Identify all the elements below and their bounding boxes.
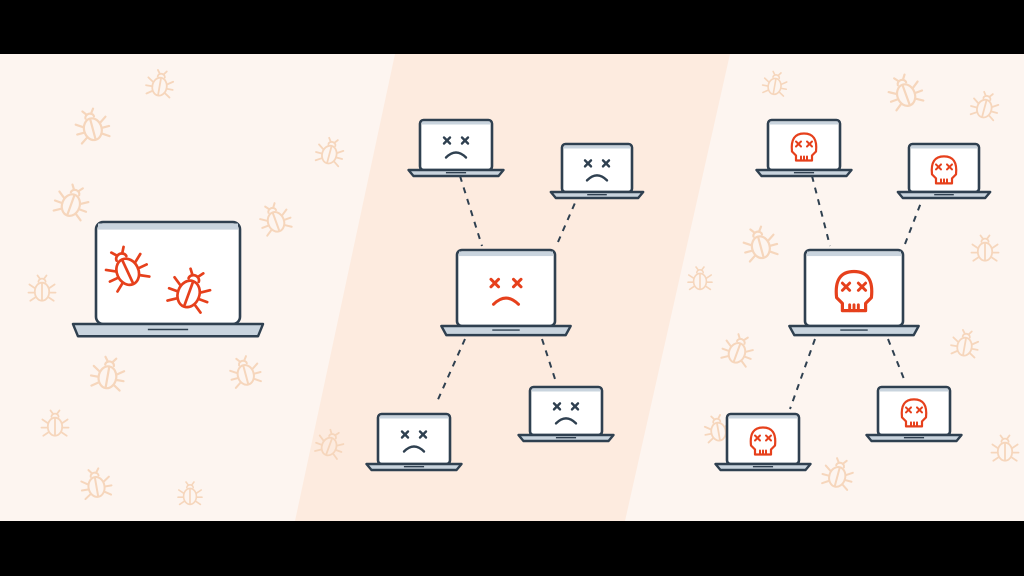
- letterbox-top: [0, 0, 1024, 54]
- malware-spread-illustration: [0, 54, 1024, 521]
- laptop-node-skull: [755, 118, 853, 178]
- laptop-node-sad: [365, 412, 463, 472]
- laptop-node-skull: [865, 385, 963, 443]
- laptop-hub-skull: [788, 248, 920, 337]
- laptop-hub-sad: [440, 248, 572, 337]
- dashed-connection-line: [459, 175, 483, 247]
- dashed-connection-line: [811, 175, 831, 247]
- letterbox-bottom: [0, 521, 1024, 576]
- laptop-node-sad: [407, 118, 505, 178]
- laptop-node-sad: [517, 385, 615, 443]
- dashed-connection-line: [789, 338, 816, 410]
- laptop-node-skull: [896, 142, 992, 200]
- laptop-node-skull: [714, 412, 812, 472]
- laptop-infected-bugs: [71, 220, 265, 338]
- dashed-connection-line: [557, 195, 579, 243]
- laptop-node-sad: [549, 142, 645, 200]
- network-links: [435, 175, 923, 410]
- dashed-connection-line: [904, 199, 923, 245]
- laptops: [71, 118, 992, 472]
